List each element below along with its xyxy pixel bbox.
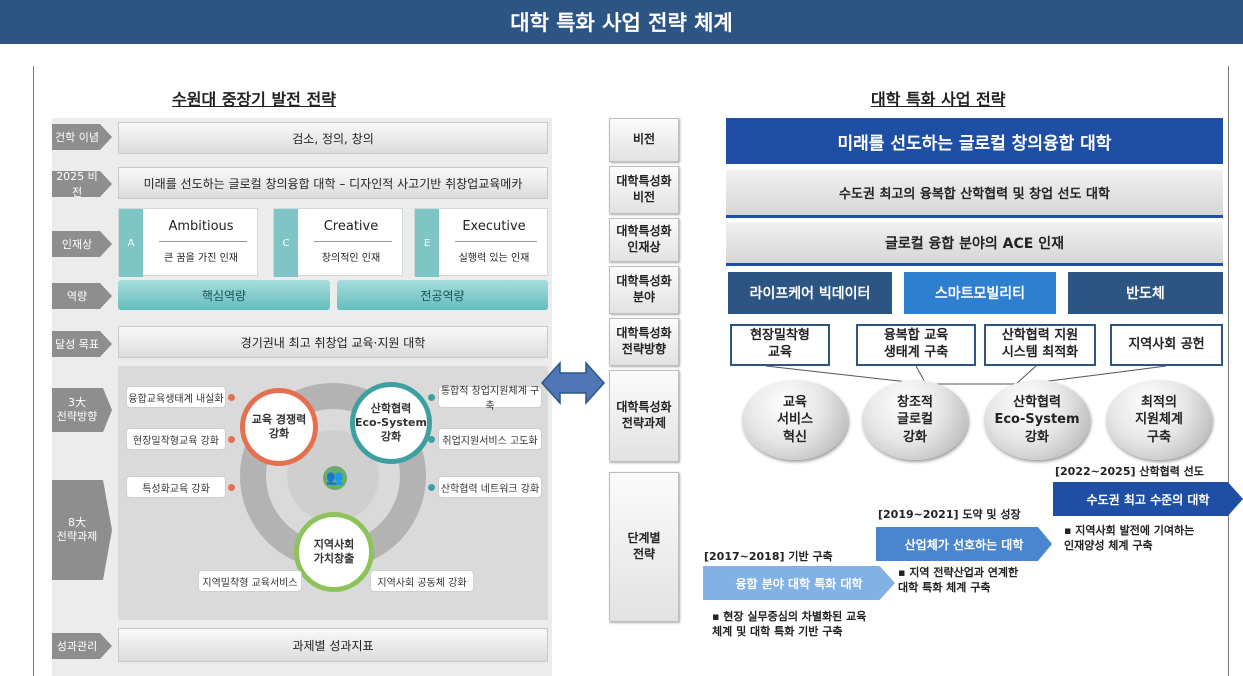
content-frame [33, 66, 1229, 676]
mid-label-stage-strategy: 단계별 전략 [609, 472, 679, 622]
talent-bar: 글로컬 융합 분야의 ACE 인재 [726, 222, 1223, 266]
task-item: 지역사회 공동체 강화 [370, 570, 474, 592]
stage-1-note: ▪ 현장 실무중심의 차별화된 교육 체계 및 대학 특화 기반 구축 [712, 610, 867, 638]
row-label-founding: 건학 이념 [52, 124, 112, 150]
stage-3-period: [2022~2025] 산학협력 선도 [1055, 465, 1204, 478]
special-vision-bar: 수도권 최고의 융복합 산학협력 및 창업 선도 대학 [726, 170, 1223, 218]
field-smart-mobility: 스마트모빌리티 [904, 272, 1056, 314]
task-education-innovation: 교육 서비스 혁신 [742, 380, 848, 460]
capability-major: 전공역량 [337, 280, 548, 310]
talent-tag: E [415, 209, 439, 277]
double-arrow-icon [540, 361, 606, 405]
mid-label-vision: 비전 [609, 118, 679, 162]
goal-band: 경기권내 최고 취창업 교육·지원 대학 [118, 326, 548, 358]
mid-label-special-field: 대학특성화 분야 [609, 266, 679, 314]
talent-subtitle: 창의적인 인재 [321, 253, 381, 264]
field-semiconductor: 반도체 [1068, 272, 1223, 314]
connector-dot [428, 436, 435, 443]
founding-band: 검소, 정의, 창의 [118, 122, 548, 154]
right-section-title: 대학 특화 사업 전략 [871, 90, 1006, 109]
talent-subtitle: 실행력 있는 인재 [458, 253, 530, 264]
row-label-vision: 2025 비전 [52, 171, 112, 197]
talent-title: Executive [462, 219, 526, 234]
stage-1-goal: 융합 분야 대학 특화 대학 [703, 566, 895, 600]
talent-tag: C [274, 209, 298, 277]
task-eco-system: 산학협력 Eco-System 강화 [984, 380, 1090, 460]
row-label-tasks: 8大 전략과제 [52, 480, 112, 580]
people-icon: 👥 [323, 466, 347, 490]
strategy-field-education: 현장밀착형 교육 [730, 324, 830, 366]
divider [314, 241, 392, 242]
task-item: 특성화교육 강화 [126, 476, 226, 498]
direction-industry: 산학협력 Eco-System 강화 [350, 382, 432, 464]
stage-3-note: ▪ 지역사회 발전에 기여하는 인재양성 체계 구축 [1064, 524, 1195, 552]
task-item: 현장밀착형교육 강화 [126, 428, 226, 450]
talent-card-creative: C Creative 창의적인 인재 [273, 208, 403, 277]
talent-title: Creative [323, 219, 379, 234]
vision-bar: 미래를 선도하는 글로컬 창의융합 대학 [726, 118, 1223, 164]
row-label-goal: 달성 목표 [52, 331, 112, 357]
mid-label-strategy-direction: 대학특성화 전략방향 [609, 318, 679, 366]
mid-label-strategy-task: 대학특성화 전략과제 [609, 370, 679, 462]
task-creative-glocal: 창조적 글로컬 강화 [862, 380, 968, 460]
divider [159, 241, 247, 242]
talent-subtitle: 큰 꿈을 가진 인재 [164, 253, 238, 264]
page-title: 대학 특화 사업 전략 체계 [0, 0, 1243, 44]
connector-dot [428, 484, 435, 491]
strategy-community: 지역사회 공헌 [1110, 324, 1223, 366]
talent-card-executive: E Executive 실행력 있는 인재 [414, 208, 548, 277]
stage-3-goal: 수도권 최고 수준의 대학 [1053, 482, 1243, 516]
divider [455, 241, 537, 242]
strategy-diagram: 교육 경쟁력 강화 산학협력 Eco-System 강화 지역사회 가치창출 👥… [118, 366, 548, 620]
mid-label-special-talent: 대학특성화 인재상 [609, 218, 679, 262]
talent-tag: A [119, 209, 143, 277]
connector-dot [228, 484, 235, 491]
vision-band: 미래를 선도하는 글로컬 창의융합 대학 – 디자인적 사고기반 취창업교육메카 [118, 167, 548, 199]
mid-label-special-vision: 대학특성화 비전 [609, 166, 679, 214]
task-item: 산학협력 네트워크 강화 [438, 476, 542, 498]
stage-2-goal: 산업체가 선호하는 대학 [876, 527, 1052, 561]
task-item: 지역밀착형 교육서비스 [198, 570, 302, 592]
strategy-convergence: 융복합 교육 생태계 구축 [856, 324, 976, 366]
capability-core: 핵심역량 [118, 280, 330, 310]
row-label-talent: 인재상 [52, 231, 112, 257]
task-item: 통합적 창업지원체계 구축 [438, 386, 542, 412]
stage-1-period: [2017~2018] 기반 구축 [704, 550, 833, 563]
strategy-industry-support: 산학협력 지원 시스템 최적화 [984, 324, 1096, 366]
row-label-directions: 3大 전략방향 [52, 388, 112, 432]
task-item: 취업지원서비스 고도화 [438, 428, 542, 450]
field-lifecare-bigdata: 라이프케어 빅데이터 [728, 272, 892, 314]
connector-dot [228, 436, 235, 443]
connector-dot [428, 394, 435, 401]
stage-2-period: [2019~2021] 도약 및 성장 [878, 508, 1021, 521]
performance-band: 과제별 성과지표 [118, 628, 548, 662]
stage-2-note: ▪ 지역 전략산업과 연계한 대학 특화 체계 구축 [898, 566, 1019, 594]
connector-dot [228, 394, 235, 401]
task-support-system: 최적의 지원체계 구축 [1106, 380, 1212, 460]
task-item: 융합교육생태계 내실화 [126, 386, 226, 408]
row-label-performance: 성과관리 [52, 633, 112, 659]
talent-title: Ambitious [168, 219, 234, 234]
direction-education: 교육 경쟁력 강화 [240, 388, 318, 466]
talent-card-ambitious: A Ambitious 큰 꿈을 가진 인재 [118, 208, 258, 277]
row-label-competency: 역량 [52, 283, 112, 309]
direction-community: 지역사회 가치창출 [294, 512, 374, 592]
left-section-title: 수원대 중장기 발전 전략 [172, 90, 336, 109]
